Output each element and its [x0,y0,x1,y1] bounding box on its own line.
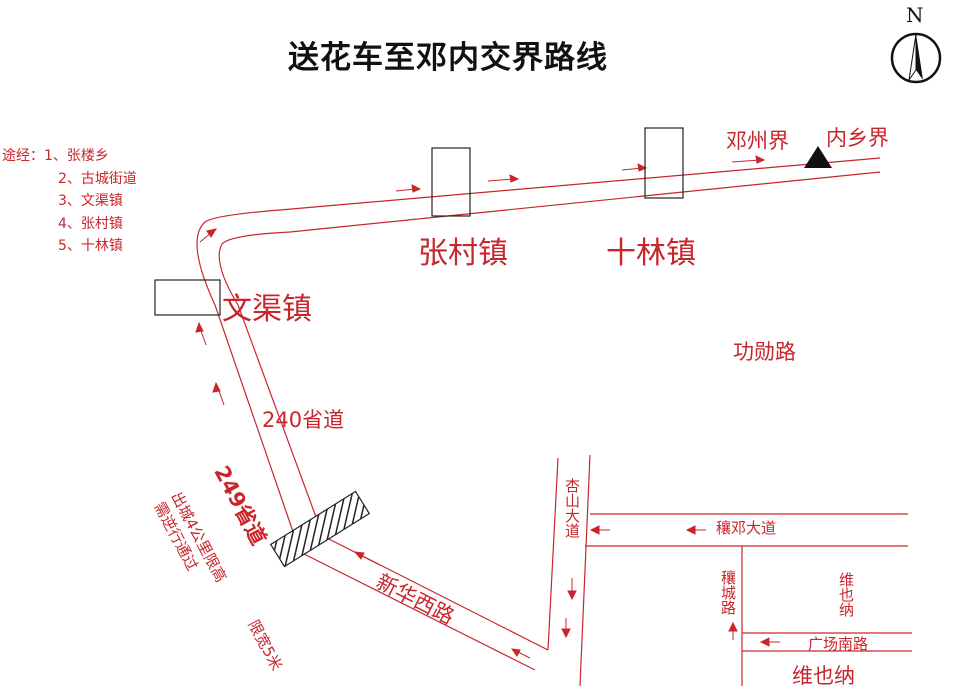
label-rangdeng-ave: 穰邓大道 [716,519,777,537]
border-marker-icon [804,146,832,168]
label-xingshan-ave: 杏山大道 [563,478,581,538]
height-limit-barrier [269,490,371,568]
shilin-box [644,127,684,199]
label-neixiang-border: 内乡界 [826,126,889,150]
main-route [196,157,881,553]
label-vienna: 维也纳 [792,664,855,688]
route-stop: 1、张楼乡 [44,148,109,164]
route-stop: 2、古城街道 [58,170,137,187]
label-zhangcun: 张村镇 [418,236,508,271]
label-guangchang-south: 广场南路 [808,635,869,653]
direction-arrows [195,155,780,659]
label-vienna-vertical: 维也纳 [837,572,855,617]
route-stop: 4、张村镇 [58,215,123,232]
label-wenqu: 文渠镇 [222,292,312,327]
zhangcun-box [431,147,471,217]
label-shilin: 十林镇 [606,236,696,271]
rangdeng-avenue [585,513,908,547]
compass-north-label: N [906,3,924,27]
route-stops-list: 途经：1、张楼乡 2、古城街道 3、文渠镇 4、张村镇 5、十林镇 [2,145,137,258]
xingshan-avenue [547,454,591,686]
route-heading: 途经： [2,148,44,164]
guangchang-south-road [742,632,912,652]
label-road-240: 240省道 [262,408,345,432]
wenqu-box [154,279,221,316]
label-gongxun-road: 功勋路 [733,340,796,364]
route-stop: 5、十林镇 [58,238,123,254]
map-title: 送花车至邓内交界路线 [288,40,608,76]
town-boxes [154,127,684,316]
label-dengzhou-border: 邓州界 [726,129,789,153]
route-stop: 3、文渠镇 [58,193,123,209]
compass-icon [890,32,942,84]
label-rangcheng-road: 穰城路 [719,570,737,615]
